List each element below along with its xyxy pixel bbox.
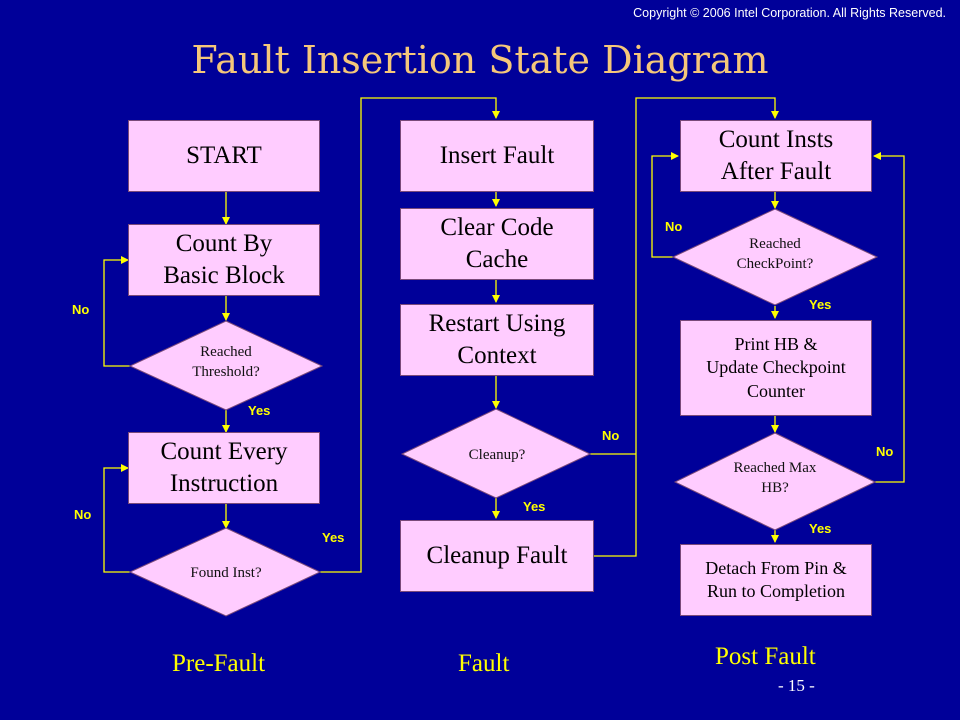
edge-found-yes (320, 97, 500, 573)
node-count-insts-after-fault: Count Insts After Fault (680, 120, 872, 192)
node-clear-code-cache: Clear Code Cache (400, 208, 594, 280)
edge-threshold-no-loop (103, 256, 130, 367)
node-restart-using-context: Restart Using Context (400, 304, 594, 376)
label-no-found: No (74, 507, 92, 522)
edge-max-no-loop (873, 152, 905, 483)
page-title: Fault Insertion State Diagram (191, 38, 769, 82)
label-yes-checkpoint: Yes (809, 297, 832, 312)
node-count-every-instruction: Count Every Instruction (128, 432, 320, 504)
decision-reached-threshold (128, 320, 324, 411)
decision-reached-checkpoint-label: Reached CheckPoint? (736, 236, 814, 273)
node-start: START (128, 120, 320, 192)
label-no-checkpoint: No (665, 219, 683, 234)
label-no-max: No (876, 444, 894, 459)
section-fault: Fault (458, 650, 510, 677)
label-yes-cleanup: Yes (523, 499, 546, 514)
section-pre-fault: Pre-Fault (172, 650, 266, 677)
label-no-threshold: No (72, 302, 90, 317)
decision-reached-max-hb (673, 432, 877, 531)
label-no-cleanup: No (602, 428, 620, 443)
page-number: - 15 - (778, 676, 815, 695)
label-yes-threshold: Yes (248, 403, 271, 418)
node-detach-from-pin: Detach From Pin & Run to Completion (680, 544, 872, 616)
decision-reached-max-hb-label: Reached Max HB? (733, 460, 817, 497)
node-insert-fault: Insert Fault (400, 120, 594, 192)
node-cleanup-fault: Cleanup Fault (400, 520, 594, 592)
decision-reached-threshold-label: Reached Threshold? (192, 344, 260, 381)
label-yes-found: Yes (322, 530, 345, 545)
decision-found-inst (128, 527, 322, 617)
node-print-hb: Print HB & Update Checkpoint Counter (680, 320, 872, 416)
decision-cleanup-label: Cleanup? (468, 447, 526, 463)
decision-found-inst-label: Found Inst? (190, 565, 262, 581)
decision-reached-checkpoint (671, 208, 879, 306)
edge-cleanup-fault-to-post (594, 97, 779, 557)
decision-cleanup (400, 408, 592, 499)
copyright-notice: Copyright © 2006 Intel Corporation. All … (633, 6, 946, 20)
edge-found-no-loop (103, 464, 130, 573)
label-yes-max: Yes (809, 521, 832, 536)
edge-cp-no-loop (651, 152, 679, 258)
section-post-fault: Post Fault (715, 643, 816, 670)
node-count-by-basic-block: Count By Basic Block (128, 224, 320, 296)
